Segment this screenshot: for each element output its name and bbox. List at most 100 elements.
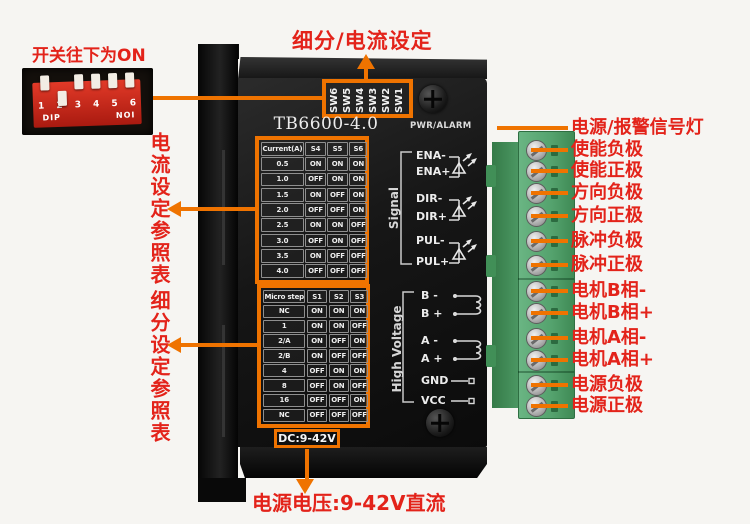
ena-optocoupler-icon (449, 153, 477, 178)
dip-number: 1 (37, 101, 45, 112)
table-header-cell: S1 (306, 290, 328, 304)
table-cell: OFF (327, 203, 348, 217)
annotation-line (531, 311, 568, 315)
panel-screw-bottom (426, 409, 454, 437)
table-cell: ON (350, 334, 369, 348)
table-cell: 2.5 (261, 218, 304, 233)
right-label-3: 方向负极 (571, 182, 643, 203)
table-cell: OFF (306, 408, 328, 422)
sw-label: SW5 (342, 87, 353, 113)
table-cell: ON (327, 218, 348, 233)
dip-lever-3 (73, 74, 84, 90)
table-cell: 3.5 (261, 248, 304, 263)
table-cell: 4 (263, 364, 306, 378)
table-cell: 1 (263, 319, 306, 333)
table-cell: OFF (327, 187, 348, 202)
pin-label: VCC (421, 394, 446, 407)
right-label-9: 电机A相- (571, 327, 647, 348)
table-cell: OFF (328, 393, 349, 408)
right-label-0: 电源/报警信号灯 (571, 117, 704, 138)
table-cell: OFF (349, 248, 368, 263)
dip-number: 6 (129, 98, 137, 109)
dip-number: 3 (74, 100, 82, 111)
signal-group-label: Signal (387, 186, 401, 230)
table-cell: OFF (349, 218, 368, 233)
panel-screw-top (419, 85, 447, 113)
annotation-line (531, 191, 568, 195)
table-cell: OFF (327, 248, 348, 263)
pin-label: A + (421, 352, 443, 365)
table-cell: OFF (349, 264, 368, 278)
heatsink-slot (222, 325, 225, 437)
right-label-2: 使能正极 (571, 160, 643, 181)
dip-lever-2 (57, 90, 68, 107)
vcc-stub-icon (451, 397, 475, 405)
terminal-rail (492, 142, 518, 408)
table-cell: ON (349, 172, 368, 187)
sw-label: SW1 (394, 87, 405, 113)
terminal-seam (518, 278, 574, 280)
table-cell: OFF (306, 393, 328, 408)
table-cell: 2/A (263, 334, 306, 348)
table-cell: ON (349, 157, 368, 172)
right-label-12: 电源正极 (571, 395, 643, 416)
sw-label: SW4 (355, 87, 366, 113)
annotation-line (531, 336, 568, 340)
pin-label: DIR- (416, 192, 443, 205)
pin-label: PUL+ (416, 255, 450, 268)
annotation-line (497, 126, 568, 130)
dip-switch-body: 123456 DIP NOI (32, 72, 142, 128)
terminal-tab (486, 345, 496, 367)
table-cell: ON (305, 218, 326, 233)
table-header-cell: S2 (328, 290, 349, 304)
annotation-line (531, 169, 568, 173)
table-cell: OFF (306, 364, 328, 378)
model-number: TB6600-4.0 (273, 114, 379, 134)
coil-b-icon (453, 294, 482, 316)
gnd-stub-icon (451, 377, 475, 385)
table-cell: ON (328, 378, 349, 393)
annotation-line (531, 289, 568, 293)
table-cell: ON (327, 172, 348, 187)
pin-label: A - (421, 334, 438, 347)
sw-label: SW6 (329, 87, 340, 113)
table-cell: OFF (305, 233, 326, 248)
pin-label: B - (421, 289, 438, 302)
dir-optocoupler-icon (449, 196, 477, 221)
table-cell: ON (305, 248, 326, 263)
annotation-line (180, 207, 258, 211)
table-cell: 1.0 (261, 172, 304, 187)
annotation-line (531, 239, 568, 243)
table-cell: 3.0 (261, 233, 304, 248)
table-cell: OFF (350, 378, 369, 393)
table-cell: OFF (328, 349, 349, 363)
annotation-line (531, 404, 568, 408)
dip-switch-photo: 123456 DIP NOI (22, 68, 153, 135)
table-cell: OFF (350, 349, 369, 363)
microstep-ref-label: 细分设定参照表 (147, 290, 171, 444)
table-cell: ON (349, 203, 368, 217)
right-label-4: 方向正极 (571, 205, 643, 226)
table-cell: OFF (305, 264, 326, 278)
right-label-7: 电机B相- (571, 280, 647, 301)
table-header-cell: Micro step (263, 290, 306, 304)
right-label-1: 使能负极 (571, 139, 643, 160)
dip-switch-note: 开关往下为ON (32, 46, 146, 66)
table-cell: OFF (349, 233, 368, 248)
heatsink-side (198, 44, 238, 502)
table-cell: NC (263, 304, 306, 319)
signal-bracket (400, 151, 412, 265)
table-cell: ON (305, 157, 326, 172)
arrow-up-icon (357, 54, 375, 69)
terminal-seam (518, 371, 574, 373)
top-annotation: 细分/电流设定 (292, 29, 433, 53)
pin-label: GND (421, 374, 449, 387)
dip-lever-6 (124, 72, 135, 88)
annotation-line (153, 96, 323, 100)
table-header-cell: S5 (327, 142, 348, 156)
table-cell: ON (327, 233, 348, 248)
annotation-line (531, 214, 568, 218)
